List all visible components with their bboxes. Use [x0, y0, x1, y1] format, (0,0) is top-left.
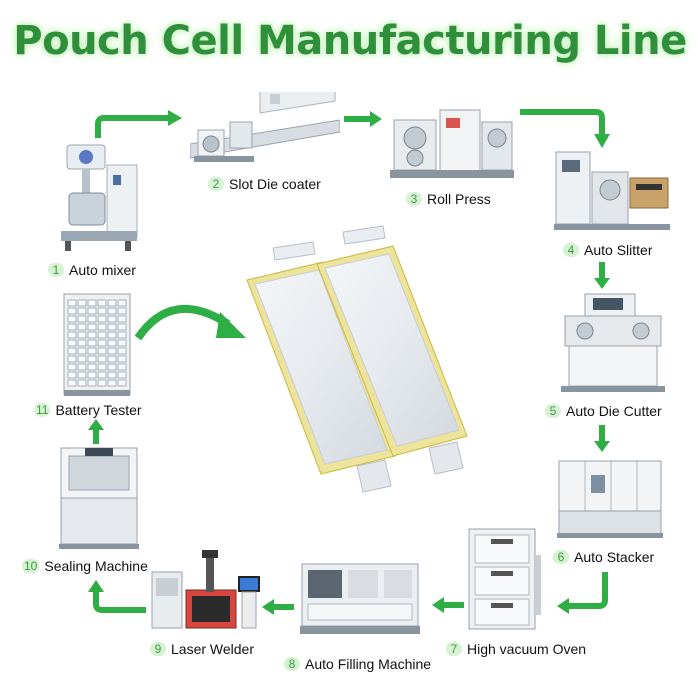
step-text: Auto Filling Machine [305, 656, 432, 672]
arrow-8-to-9 [262, 598, 294, 616]
step-text: Auto Slitter [584, 242, 653, 258]
page-title: Pouch Cell Manufacturing Line [13, 18, 687, 64]
step-text: Auto Stacker [574, 549, 655, 565]
step-text: Laser Welder [171, 641, 255, 657]
step-label-laser-welder: 9 Laser Welder [150, 641, 254, 657]
step-number: 3 [406, 192, 422, 206]
step-number: 8 [284, 657, 300, 671]
auto-mixer-image [55, 135, 145, 255]
pouch-cells-image [225, 218, 490, 523]
step-label-slot-die-coater: 2 Slot Die coater [208, 176, 321, 192]
arrow-5-to-6 [592, 425, 612, 453]
auto-slitter-image [552, 148, 672, 233]
step-text: Roll Press [427, 191, 491, 207]
step-label-roll-press: 3 Roll Press [406, 191, 491, 207]
arrow-6-to-7 [555, 572, 615, 614]
battery-tester-image [60, 290, 135, 400]
arrow-11-to-cells [132, 294, 252, 346]
high-vacuum-oven-image [465, 525, 545, 635]
sealing-machine-image [55, 442, 145, 552]
step-label-battery-tester: 11 Battery Tester [34, 402, 142, 418]
step-text: High vacuum Oven [467, 641, 587, 657]
slot-die-coater-image [190, 92, 340, 167]
step-label-sealing-machine: 10 Sealing Machine [22, 558, 148, 574]
arrow-2-to-3 [344, 110, 384, 128]
step-label-auto-mixer: 1 Auto mixer [48, 262, 136, 278]
step-text: Sealing Machine [44, 558, 148, 574]
step-number: 2 [208, 177, 224, 191]
arrow-1-to-2 [92, 110, 184, 142]
step-number: 4 [563, 243, 579, 257]
step-label-auto-die-cutter: 5 Auto Die Cutter [545, 403, 662, 419]
laser-welder-image [150, 548, 270, 633]
step-number: 7 [446, 642, 462, 656]
step-number: 11 [34, 403, 51, 417]
arrow-9-to-10 [84, 578, 146, 618]
roll-press-image [388, 98, 518, 183]
step-text: Battery Tester [55, 402, 142, 418]
step-number: 5 [545, 404, 561, 418]
step-text: Slot Die coater [229, 176, 321, 192]
step-number: 1 [48, 263, 64, 277]
step-number: 6 [553, 550, 569, 564]
arrow-4-to-5 [592, 262, 612, 290]
step-number: 10 [22, 559, 40, 573]
step-text: Auto Die Cutter [566, 403, 662, 419]
arrow-10-to-11 [86, 418, 106, 444]
auto-stacker-image [555, 455, 665, 540]
arrow-7-to-8 [432, 596, 464, 614]
step-text: Auto mixer [69, 262, 136, 278]
arrow-3-to-4 [520, 106, 615, 150]
step-label-auto-stacker: 6 Auto Stacker [553, 549, 654, 565]
step-label-high-vacuum-oven: 7 High vacuum Oven [446, 641, 586, 657]
step-number: 9 [150, 642, 166, 656]
step-label-auto-filling-machine: 8 Auto Filling Machine [284, 656, 431, 672]
auto-filling-machine-image [298, 560, 423, 640]
auto-die-cutter-image [555, 290, 670, 395]
step-label-auto-slitter: 4 Auto Slitter [563, 242, 652, 258]
